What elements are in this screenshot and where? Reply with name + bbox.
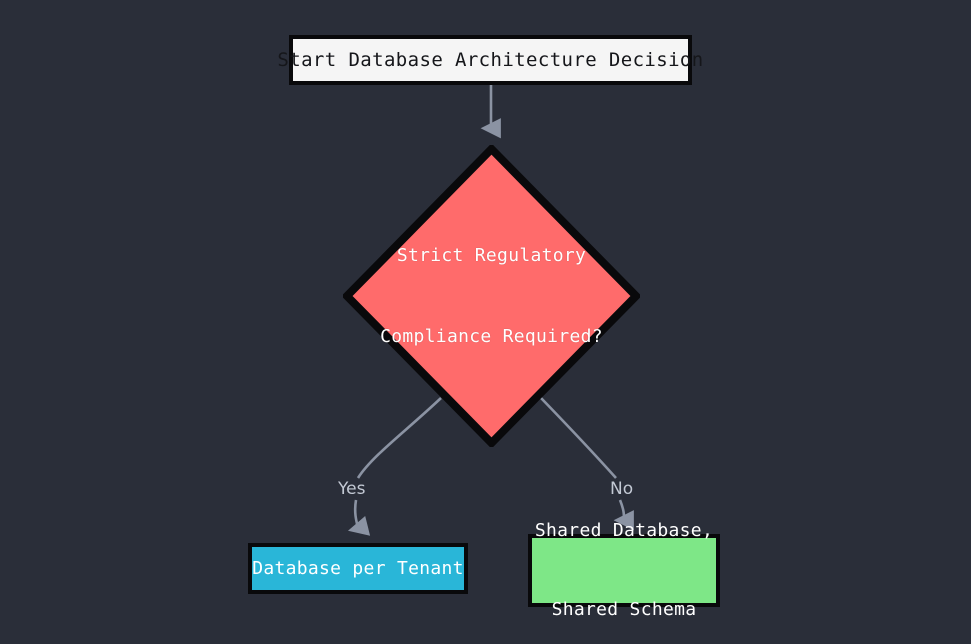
edge-label-yes: Yes xyxy=(338,479,366,499)
node-decision-label-line1: Strict Regulatory xyxy=(396,245,587,266)
node-outcome-shared-database[interactable]: Shared Database, Shared Schema xyxy=(528,520,720,620)
node-decision-label: Strict Regulatory Compliance Required? xyxy=(380,188,603,404)
node-outcome-shared-database-label-line1: Shared Database, xyxy=(534,520,714,542)
edge-label-no: No xyxy=(610,479,634,499)
node-outcome-database-per-tenant-label: Database per Tenant xyxy=(252,557,464,579)
node-decision[interactable]: Strict Regulatory Compliance Required? xyxy=(343,145,640,447)
node-decision-label-line2: Compliance Required? xyxy=(380,326,603,347)
node-outcome-database-per-tenant[interactable]: Database per Tenant xyxy=(248,543,468,594)
node-start[interactable]: Start Database Architecture Decision xyxy=(277,35,703,85)
node-outcome-shared-database-label-line2: Shared Schema xyxy=(551,598,697,620)
node-outcome-shared-database-label: Shared Database, Shared Schema xyxy=(535,466,713,644)
node-start-label: Start Database Architecture Decision xyxy=(277,48,704,71)
diamond-shape xyxy=(343,145,640,447)
